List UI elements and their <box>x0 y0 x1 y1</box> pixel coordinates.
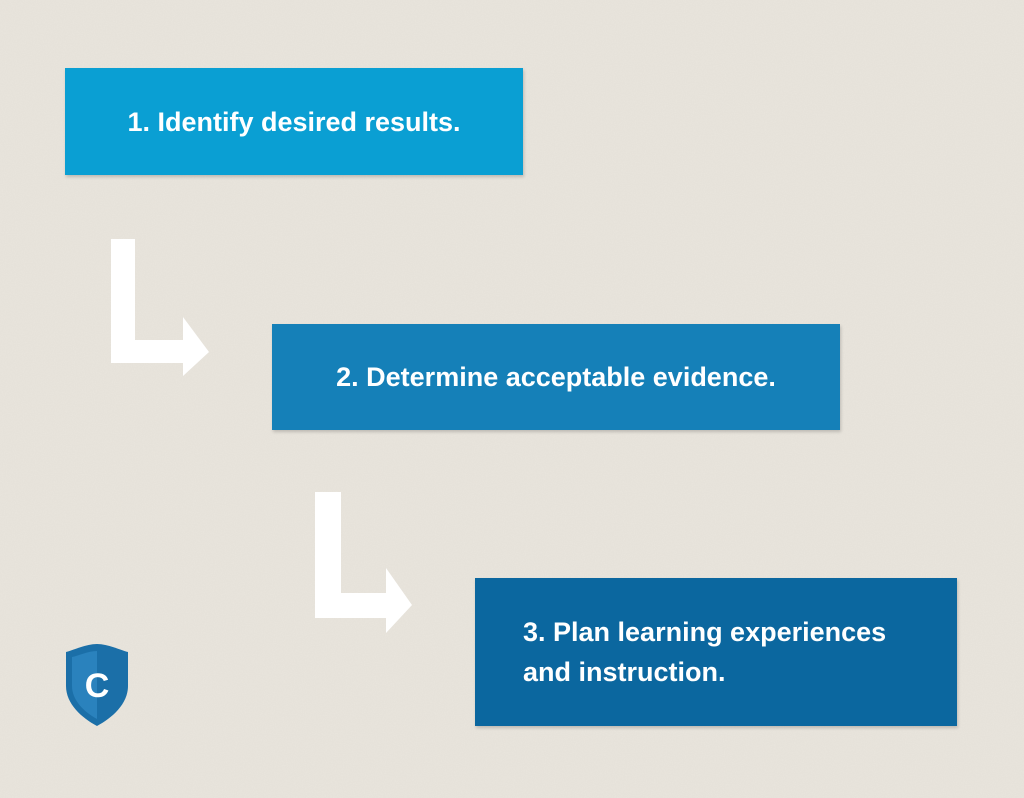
step-3-box: 3. Plan learning experiences and instruc… <box>475 578 957 726</box>
connector-1-arrow <box>111 239 209 376</box>
elbow-arrow-right-icon <box>315 492 412 633</box>
step-3-label-line-2: and instruction. <box>523 657 726 687</box>
connector-2-arrow <box>315 492 412 633</box>
elbow-arrow-right-icon <box>111 239 209 376</box>
step-3-label-line-1: 3. Plan learning experiences <box>523 617 887 647</box>
shield-inner-highlight <box>72 651 97 719</box>
step-2-label: 2. Determine acceptable evidence. <box>336 362 776 392</box>
step-1-label: 1. Identify desired results. <box>127 106 461 137</box>
shield-icon: C <box>66 644 128 726</box>
step-1-box: 1. Identify desired results. <box>65 68 523 175</box>
step-2-box: 2. Determine acceptable evidence. <box>272 324 840 430</box>
step-3-label: 3. Plan learning experiences and instruc… <box>523 612 886 692</box>
logo-letter: C <box>85 667 110 705</box>
